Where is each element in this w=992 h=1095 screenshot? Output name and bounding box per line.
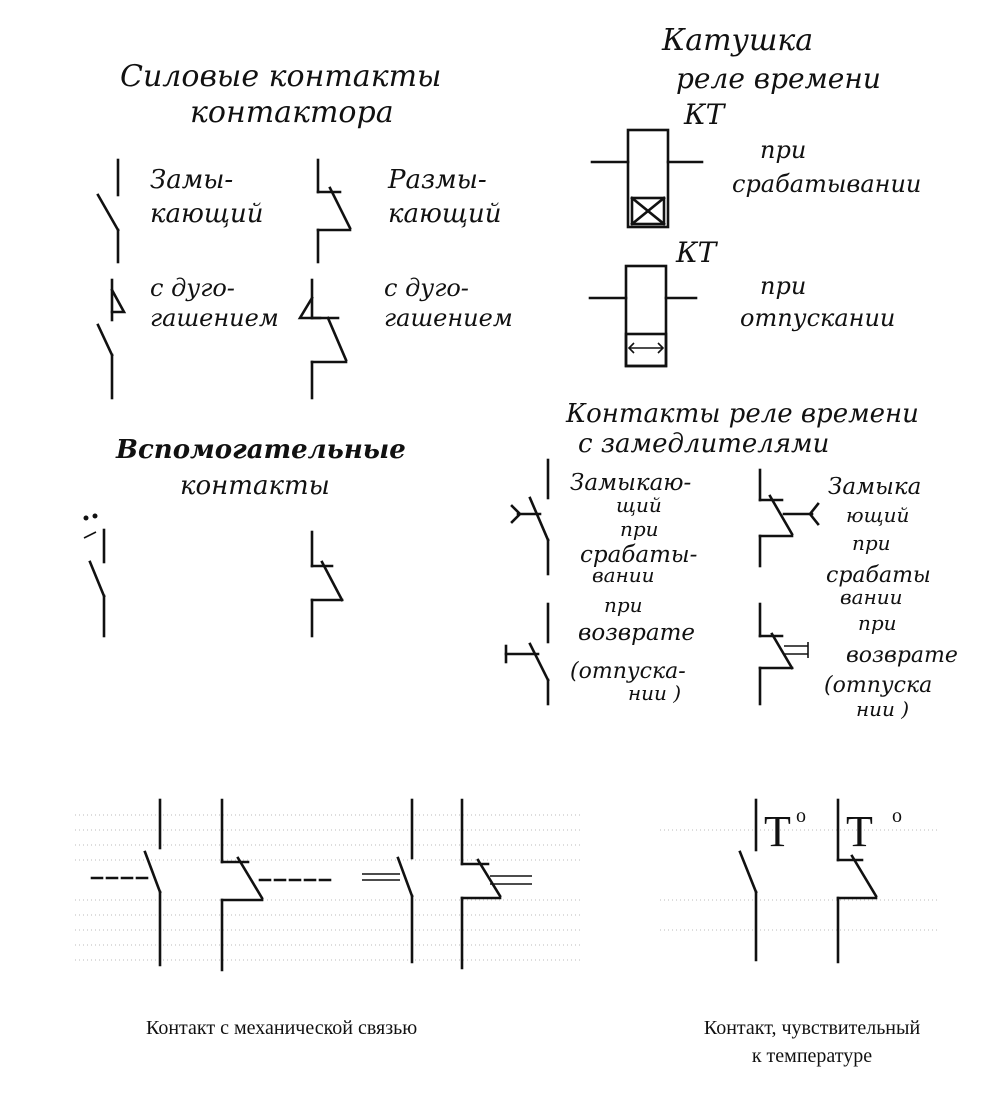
closing-contact-label-1: Замы-: [150, 165, 233, 195]
closing-arc-contact-symbol: [96, 278, 127, 400]
time-relay-title-line1: Контакты реле времени: [565, 399, 919, 429]
temperature-opening-contact-symbol: [836, 798, 878, 964]
opening-contact-label-2: кающий: [388, 199, 501, 229]
time-relay-b-label-2: ющий: [846, 503, 909, 527]
temperature-symbol-2: T: [846, 807, 873, 856]
time-relay-a-label-5: вании: [592, 563, 655, 587]
time-relay-closing-on-operate-symbol: [510, 458, 550, 576]
coil-on-label-2: срабатывании: [732, 170, 921, 198]
auxiliary-closing-contact-symbol: [83, 513, 106, 638]
power-contacts-title-line2: контактора: [190, 95, 394, 130]
opening-contact-label-1: Размы-: [387, 165, 487, 195]
time-relay-c-label-1: при: [604, 593, 643, 617]
caption-mechanical-link: Контакт с механической связью: [146, 1017, 417, 1039]
power-contacts-title-line1: Силовые контакты: [120, 59, 442, 94]
time-relay-b-label-3: при: [852, 531, 891, 555]
time-relay-a-label-2: щий: [616, 493, 662, 517]
opening-contact-symbol: [316, 158, 352, 264]
coil-label-kt-bottom: КТ: [675, 236, 719, 269]
auxiliary-title-line2: контакты: [180, 471, 330, 501]
time-relay-a-label-1: Замыкаю-: [570, 470, 691, 496]
mechanical-link-pair-2: [362, 798, 532, 970]
mechanical-link-pair-1: [90, 798, 332, 972]
time-relay-opening-on-operate-symbol: [758, 468, 820, 568]
temperature-closing-contact-symbol: [738, 798, 758, 962]
time-relay-b-label-4: срабаты: [826, 563, 931, 588]
opening-arc-label-1: с дуго-: [384, 274, 469, 302]
time-relay-c-label-3: (отпуска-: [570, 659, 686, 684]
coil-off-symbol: [588, 264, 698, 368]
time-relay-d-label-1: при: [858, 611, 897, 635]
coil-on-symbol: [590, 128, 704, 229]
temperature-degree-1: o: [796, 805, 806, 827]
coil-label-kt-top: КТ: [683, 98, 727, 131]
temperature-degree-2: o: [892, 805, 902, 827]
time-relay-b-label-1: Замыка: [828, 474, 921, 500]
closing-arc-label-2: гашением: [150, 304, 279, 332]
opening-arc-contact-symbol: [297, 278, 348, 400]
time-relay-d-label-4: нии ): [856, 697, 909, 721]
coil-title-line2: реле времени: [676, 62, 881, 95]
closing-contact-symbol: [96, 158, 120, 264]
caption-temperature-line1: Контакт, чувствительный: [704, 1017, 921, 1039]
time-relay-d-label-2: возврате: [846, 643, 958, 668]
coil-off-label-2: отпускании: [740, 304, 895, 332]
time-relay-closing-on-release-symbol: [504, 602, 550, 706]
opening-arc-label-2: гашением: [384, 304, 513, 332]
time-relay-title-line2: с замедлителями: [578, 429, 829, 459]
auxiliary-title-line1: Вспомогательные: [115, 435, 406, 465]
coil-title-line1: Катушка: [661, 23, 813, 58]
time-relay-c-label-4: нии ): [628, 681, 681, 705]
bottom-background-dots: [75, 814, 940, 961]
coil-on-label-1: при: [760, 136, 806, 164]
auxiliary-opening-contact-symbol: [310, 530, 344, 638]
coil-off-label-1: при: [760, 272, 806, 300]
temperature-symbol-1: T: [764, 807, 791, 856]
time-relay-a-label-4: срабаты-: [580, 542, 697, 568]
closing-contact-label-2: кающий: [150, 199, 263, 229]
time-relay-opening-on-release-symbol: [758, 602, 809, 706]
time-relay-a-label-3: при: [620, 517, 659, 541]
caption-temperature-line2: к температуре: [752, 1045, 872, 1067]
time-relay-c-label-2: возврате: [578, 620, 695, 646]
closing-arc-label-1: с дуго-: [150, 274, 235, 302]
time-relay-d-label-3: (отпуска: [824, 673, 932, 698]
time-relay-b-label-5: вании: [840, 585, 903, 609]
